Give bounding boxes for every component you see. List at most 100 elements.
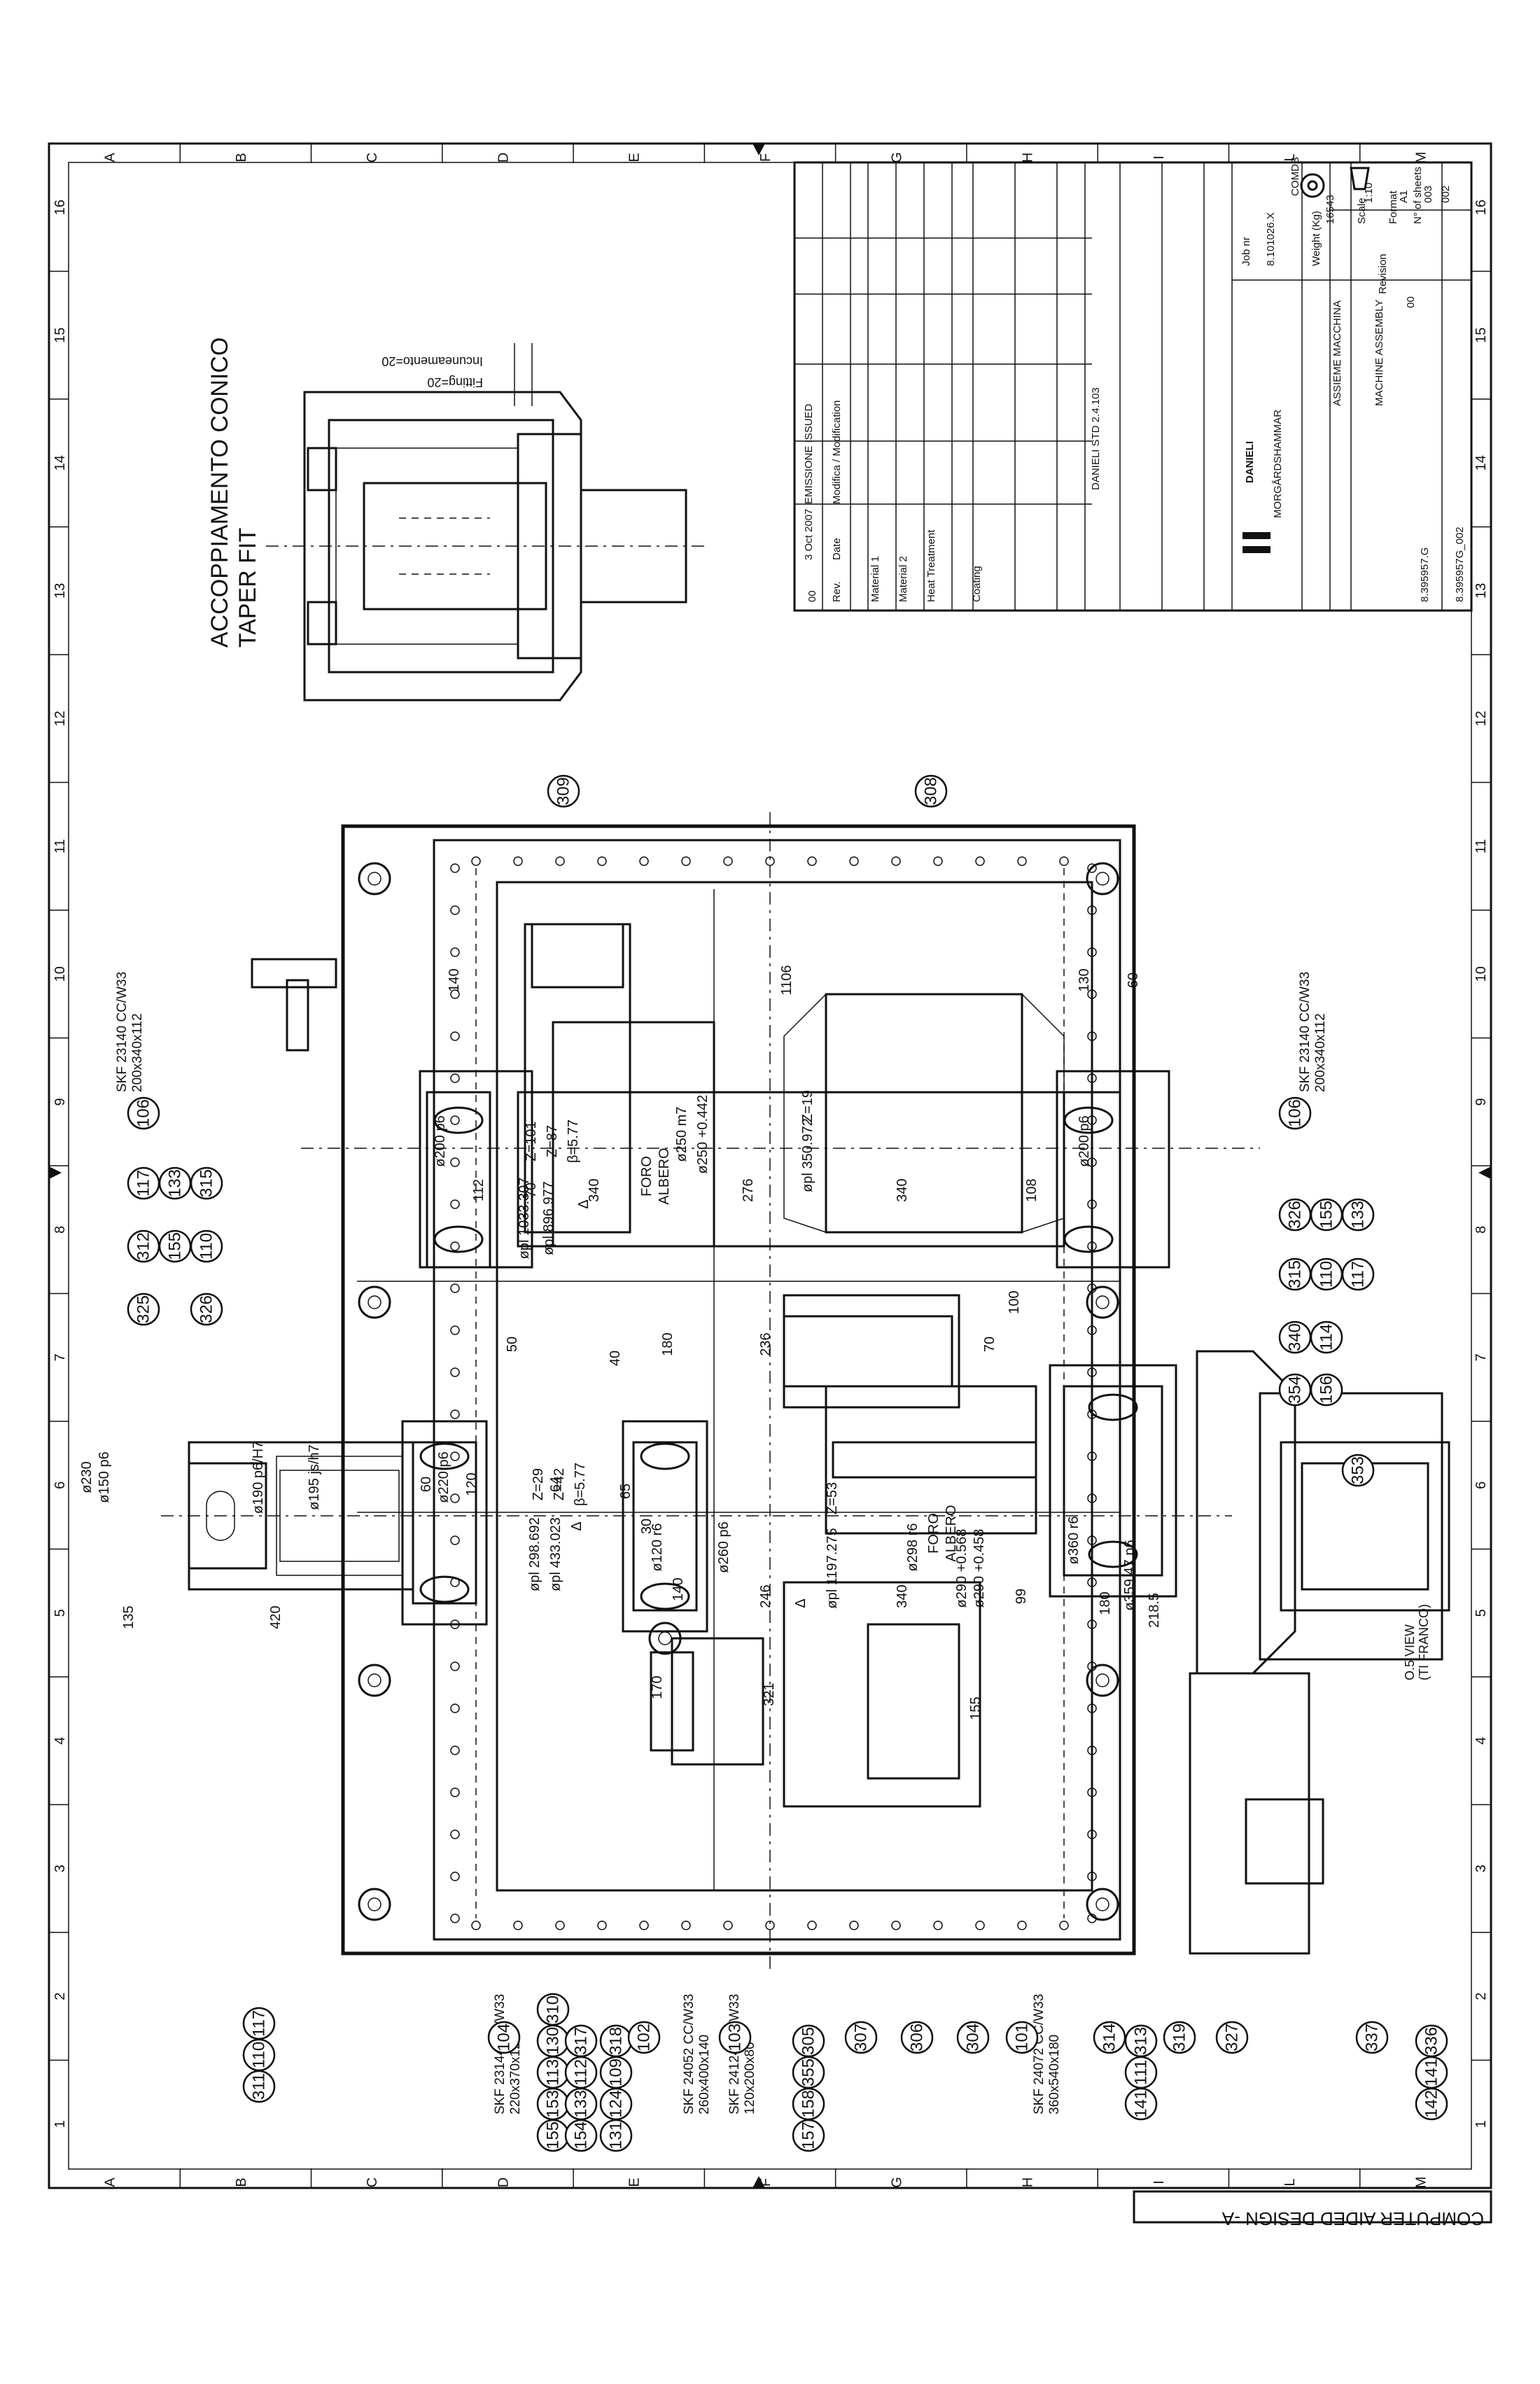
grid-letter-bottom: C (365, 2177, 380, 2187)
part-number-balloon: 157 (792, 2119, 825, 2152)
part-number-balloon: 306 (900, 2021, 934, 2054)
bolt-icon (450, 863, 460, 873)
tb-coating: Coating (971, 566, 983, 602)
bolt-icon (639, 856, 649, 866)
part-number-balloon: 117 (242, 2007, 276, 2040)
dimension-label: 50 (505, 1337, 520, 1352)
grid-number-right: 16 (1474, 200, 1489, 215)
dimension-label: ø195 js/h7 (307, 1444, 322, 1510)
roller-icon (1088, 1393, 1138, 1421)
anchor-bolt-icon (1086, 1664, 1119, 1697)
bolt-icon (1059, 1921, 1069, 1930)
dimension-label: Δ (569, 1521, 584, 1531)
dimension-label: Z=101 (524, 1121, 539, 1161)
part-number-balloon: 131 (599, 2119, 633, 2152)
dimension-label: øpl 1033.307 (517, 1178, 532, 1260)
grid-letter-bottom: A (103, 2177, 118, 2187)
bolt-icon (1087, 1409, 1097, 1419)
dimension-label: 70 (982, 1337, 997, 1352)
tb-heat-treatment: Heat Treatment (925, 529, 937, 602)
grid-letter-bottom: L (1282, 2178, 1298, 2186)
part-number-balloon: 141 (1415, 2056, 1448, 2089)
tb-weight-label: Weight (Kg) (1310, 211, 1322, 266)
dimension-label: 140 (447, 968, 462, 991)
bolt-icon (450, 1787, 460, 1797)
part-number: 326 (1286, 1201, 1305, 1229)
part-number-balloon: 355 (792, 2056, 825, 2089)
bolt-icon (450, 1703, 460, 1713)
part-number: 101 (1013, 2023, 1032, 2051)
grid-number-right: 3 (1474, 1864, 1489, 1872)
part-number-balloon: 354 (1278, 1373, 1312, 1407)
dimension-label: Z=42 (552, 1468, 567, 1500)
part-number-balloon: 117 (1341, 1257, 1375, 1291)
tb-modif-head: Modifica / Modification (831, 400, 843, 504)
grid-number-left: 11 (52, 839, 68, 853)
grid-letter-bottom: D (496, 2177, 511, 2187)
dimension-label: ALBERO (657, 1148, 672, 1204)
roller-icon (640, 1442, 690, 1470)
dimension-label: Δ (576, 1199, 592, 1208)
grid-number-left: 6 (52, 1482, 68, 1489)
bearing-size: 360x540x180 (1047, 2035, 1062, 2114)
dimension-label: 321 (762, 1682, 777, 1706)
bolt-icon (1087, 1031, 1097, 1041)
anchor-bolt-icon (1086, 1888, 1119, 1921)
grid-letter-top: L (1282, 153, 1298, 161)
tb-format-label: Format (1387, 190, 1399, 224)
dimension-label: Z=53 (825, 1482, 840, 1514)
part-number-balloon: 110 (242, 2038, 276, 2072)
dimension-label: ø150 p6 (97, 1451, 112, 1503)
bolt-icon (450, 1451, 460, 1461)
grid-letter-bottom: M (1413, 2177, 1429, 2189)
grid-number-left: 13 (52, 583, 68, 599)
tb-rev-date: 3 Oct 2007 (803, 509, 815, 560)
grid-number-right: 10 (1474, 966, 1489, 982)
taper-fit-detail: ACCOPPIAMENTO CONICO TAPER FIT Fitting=2… (206, 337, 707, 702)
anchor-bolt-icon (358, 862, 391, 895)
dimension-label: Z=29 (531, 1468, 546, 1500)
part-number: 153 (544, 2090, 563, 2118)
part-number: 114 (1317, 1324, 1336, 1351)
bearing-code: SKF 23140 CC/W33 (115, 972, 130, 1092)
part-number: 141 (1132, 2090, 1151, 2118)
grid-number-left: 7 (52, 1353, 68, 1361)
dimension-label: 218.5 (1147, 1593, 1162, 1628)
grid-number-right: 15 (1474, 328, 1489, 343)
grid-letter-top: E (627, 153, 643, 162)
dimension-label: 100 (1007, 1290, 1022, 1313)
part-number-balloon: 318 (599, 2024, 633, 2058)
bearing-size: 260x400x140 (697, 2035, 712, 2114)
bolt-icon (1087, 905, 1097, 915)
part-number-balloon: 325 (127, 1292, 160, 1326)
dimension-label: 340 (895, 1584, 910, 1608)
dimension-label: 246 (758, 1584, 774, 1608)
bolt-icon (450, 905, 460, 915)
part-number-balloon: 109 (599, 2056, 633, 2089)
dimension-label: 420 (268, 1605, 284, 1629)
tb-sheet-label: N° of sheets (1412, 167, 1424, 224)
dimension-label: øpl 433.023 (548, 1517, 564, 1591)
center-arrows (49, 144, 1491, 2188)
part-number-balloon: 314 (1093, 2021, 1126, 2054)
part-number: 106 (134, 1099, 153, 1127)
part-number: 305 (799, 2027, 818, 2055)
part-number-balloon: 337 (1355, 2021, 1389, 2054)
grid-number-right: 2 (1474, 1993, 1489, 2000)
dimension-label: 140 (671, 1577, 686, 1601)
taper-fit-title-it: ACCOPPIAMENTO CONICO (206, 337, 233, 648)
bolt-icon (597, 1921, 607, 1930)
grid-number-right: 13 (1474, 583, 1489, 599)
part-number: 103 (726, 2023, 745, 2051)
grid-letter-bottom: I (1152, 2180, 1167, 2184)
bolt-icon (1087, 1914, 1097, 1923)
bolt-icon (450, 1031, 460, 1041)
grid-number-left: 1 (52, 2120, 68, 2128)
part-number: 133 (166, 1169, 185, 1197)
bolt-icon (723, 1921, 733, 1930)
part-number-balloon: 142 (1415, 2087, 1448, 2121)
part-number: 104 (495, 2023, 514, 2051)
bolt-icon (555, 1921, 565, 1930)
